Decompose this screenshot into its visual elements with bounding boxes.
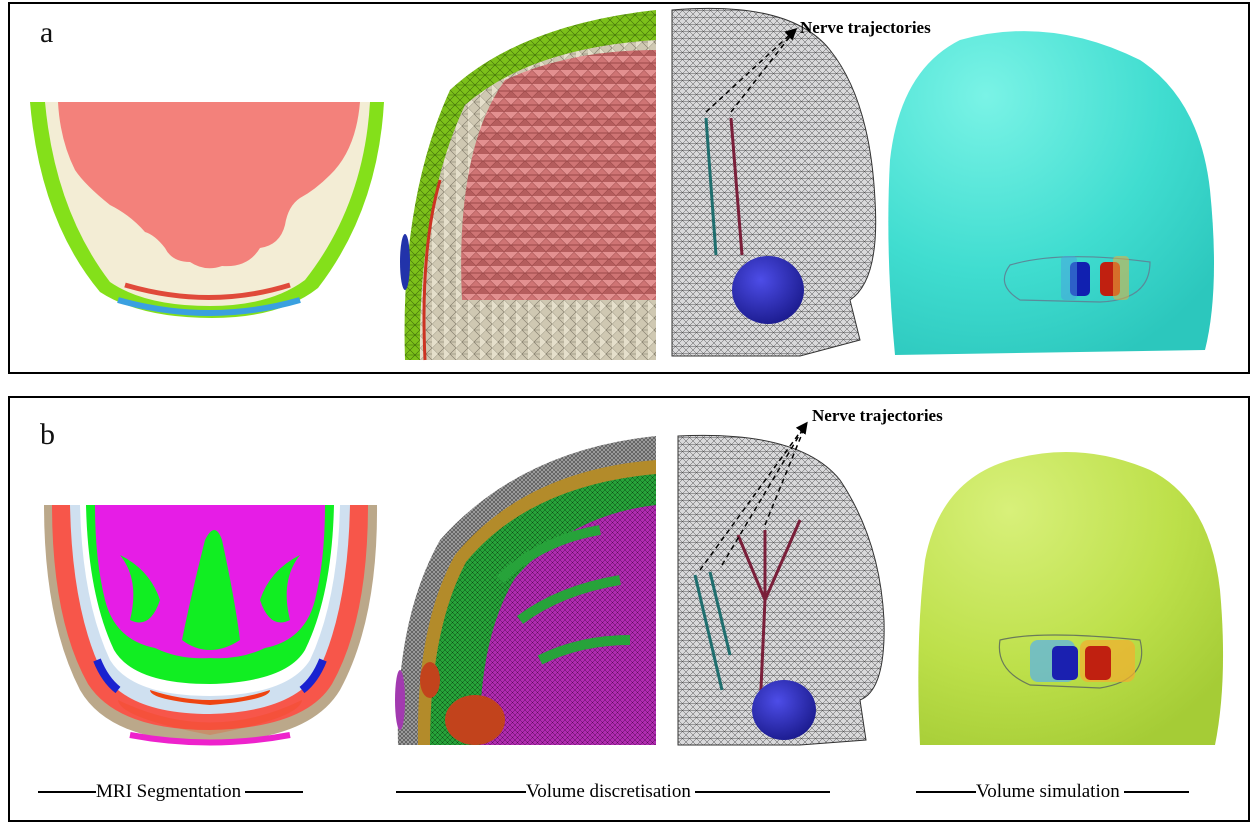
nerve-trajectories-label-a: Nerve trajectories [800, 18, 931, 38]
caption-rule-right [695, 791, 830, 793]
caption-rule-left [396, 791, 526, 793]
caption-rule-right [1124, 791, 1189, 793]
mesh-head-b [678, 424, 884, 745]
segmentation-a [30, 102, 384, 318]
caption-rule-left [916, 791, 976, 793]
caption-simulation: Volume simulation [916, 781, 1189, 803]
caption-segmentation-text: MRI Segmentation [96, 781, 241, 803]
discretisation-a [400, 10, 656, 360]
segmentation-b [44, 505, 377, 743]
caption-simulation-text: Volume simulation [976, 781, 1120, 803]
panel-label-b: b [40, 418, 55, 452]
caption-rule-right [245, 791, 303, 793]
caption-discretisation: Volume discretisation [396, 781, 830, 803]
simulation-a [888, 31, 1214, 355]
nerve-trajectories-label-b: Nerve trajectories [812, 406, 943, 426]
discretisation-b [395, 436, 656, 745]
mesh-head-a [672, 8, 876, 356]
caption-discretisation-text: Volume discretisation [526, 781, 691, 803]
panel-label-a: a [40, 16, 53, 50]
simulation-b [918, 452, 1223, 745]
caption-rule-left [38, 791, 96, 793]
caption-segmentation: MRI Segmentation [38, 781, 303, 803]
